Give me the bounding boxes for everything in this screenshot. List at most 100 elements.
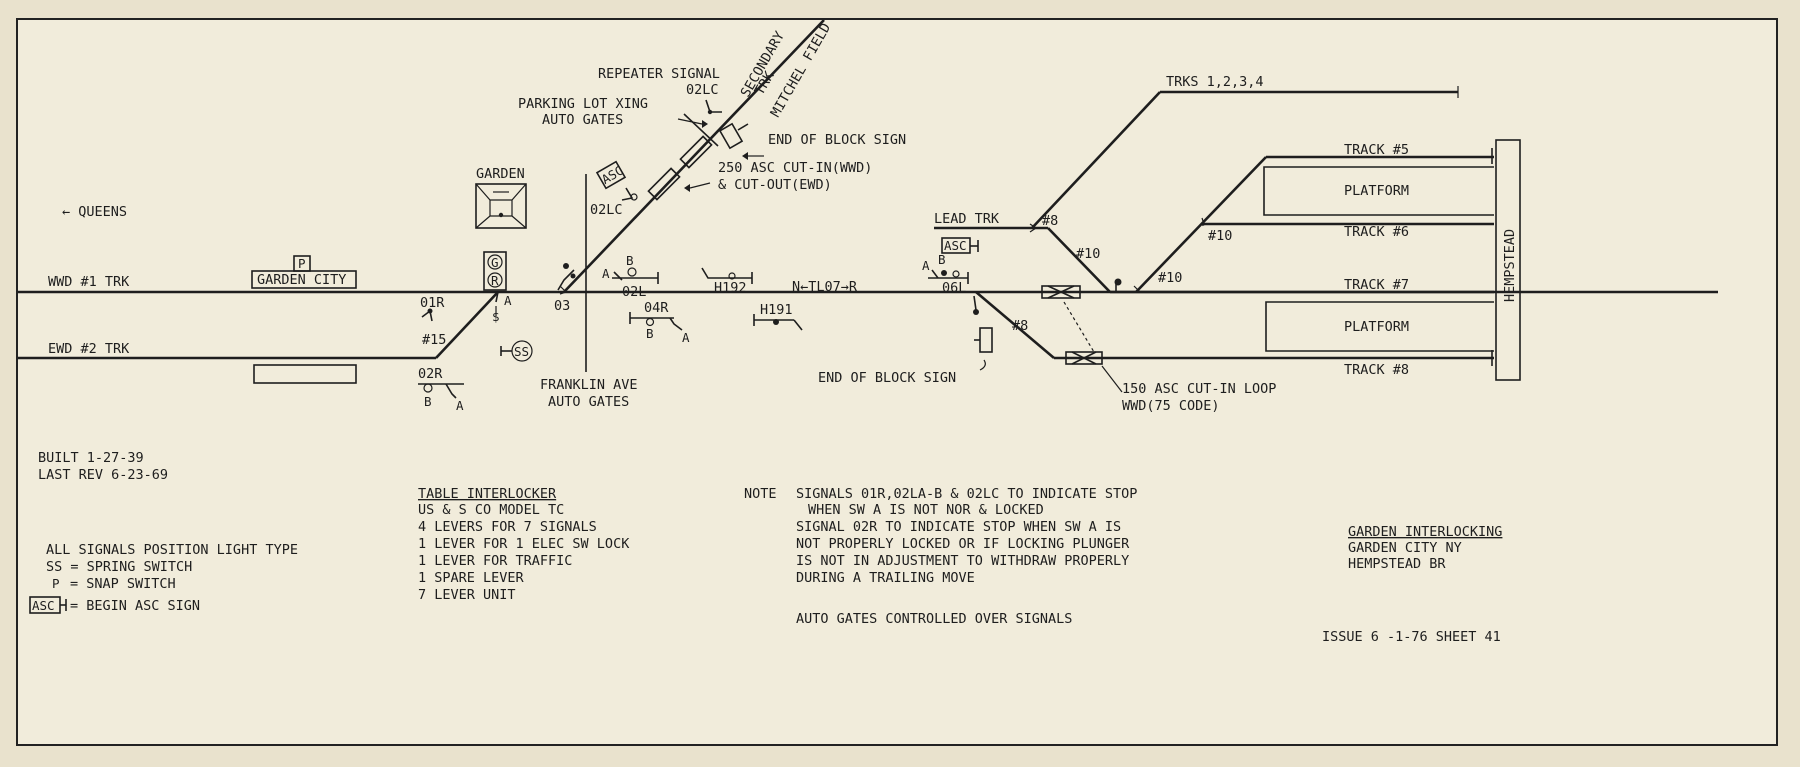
last-rev-date: LAST REV 6-23-69 bbox=[38, 467, 168, 483]
signal-02r-a bbox=[445, 383, 457, 399]
note-line: SIGNAL 02R TO INDICATE STOP WHEN SW A IS bbox=[796, 519, 1121, 535]
signal-02lc bbox=[621, 187, 634, 201]
notes: BUILT 1-27-39 LAST REV 6-23-69 TABLE INT… bbox=[29, 450, 1502, 645]
track8-diverge bbox=[975, 291, 1055, 359]
signal-02l-a bbox=[613, 271, 623, 281]
label-track5: TRACK #5 bbox=[1344, 142, 1409, 158]
tracks bbox=[18, 20, 1718, 381]
leader-eob1-head bbox=[742, 152, 748, 160]
garden-tower-dot bbox=[498, 212, 504, 218]
switch-10-track7 bbox=[1133, 285, 1141, 293]
leader-loop bbox=[1101, 365, 1123, 393]
label-02lc: 02LC bbox=[590, 202, 623, 218]
signal-track8-west-head bbox=[973, 309, 979, 315]
signal-03-head bbox=[563, 263, 569, 269]
label-cutin-1: 250 ASC CUT-IN(WWD) bbox=[718, 160, 872, 176]
gr-signal-box bbox=[483, 251, 507, 291]
garden-tower-roof bbox=[475, 183, 527, 201]
label-04r-a: A bbox=[682, 330, 690, 345]
label-02r-b: B bbox=[424, 394, 432, 409]
label-06l-a: A bbox=[922, 258, 930, 273]
drawing-sheet: ← QUEENS WWD #1 TRK EWD #2 TRK GARDEN CI… bbox=[16, 18, 1778, 746]
legend-snap: = SNAP SWITCH bbox=[70, 576, 176, 592]
auto-gates-note: AUTO GATES CONTROLLED OVER SIGNALS bbox=[796, 611, 1072, 627]
eob1-stem bbox=[737, 123, 749, 131]
table-line: 1 LEVER FOR TRAFFIC bbox=[418, 553, 572, 569]
label-switch-s: $ bbox=[492, 309, 500, 324]
labels: ← QUEENS WWD #1 TRK EWD #2 TRK GARDEN CI… bbox=[48, 20, 1518, 414]
platform-lower bbox=[1265, 301, 1494, 352]
label-15: #15 bbox=[422, 332, 446, 348]
label-8-track8: #8 bbox=[1012, 318, 1028, 334]
note-line: DURING A TRAILING MOVE bbox=[796, 570, 975, 586]
table-interlocker-title: TABLE INTERLOCKER bbox=[418, 486, 557, 502]
label-cutin-2: & CUT-OUT(EWD) bbox=[718, 177, 832, 193]
label-ss: SS bbox=[514, 344, 529, 359]
label-03: 03 bbox=[554, 298, 570, 314]
table-line: 1 LEVER FOR 1 ELEC SW LOCK bbox=[418, 536, 630, 552]
legend-title: ALL SIGNALS POSITION LIGHT TYPE bbox=[46, 542, 298, 558]
title-garden-interlocking: GARDEN INTERLOCKING bbox=[1348, 524, 1502, 540]
legend-snap-icon: P bbox=[52, 576, 60, 591]
label-platform-1: PLATFORM bbox=[1344, 183, 1409, 199]
label-h191: H191 bbox=[760, 302, 793, 318]
signal-01r-head bbox=[427, 308, 433, 314]
signal-track8-west bbox=[973, 295, 977, 311]
note-line: WHEN SW A IS NOT NOR & LOCKED bbox=[808, 502, 1044, 518]
leader-parking-head bbox=[702, 120, 708, 128]
label-eob-2: END OF BLOCK SIGN bbox=[818, 370, 956, 386]
leaders bbox=[495, 118, 1123, 393]
leader-cutin-head bbox=[684, 184, 690, 192]
signal-lead-t7-head bbox=[1114, 278, 1122, 286]
switch-8-lead bbox=[1029, 223, 1038, 233]
label-eob-1: END OF BLOCK SIGN bbox=[768, 132, 906, 148]
lead-to-track7 bbox=[1047, 227, 1111, 293]
garden-tower bbox=[475, 183, 527, 229]
leader-cutin bbox=[689, 182, 711, 189]
leader-parking bbox=[677, 118, 703, 125]
label-switch-a: A bbox=[504, 293, 512, 308]
title-garden-city: GARDEN CITY NY bbox=[1348, 540, 1462, 556]
p-marker-box bbox=[293, 255, 311, 272]
asc-loop-track7-x2 bbox=[1047, 285, 1075, 299]
asc-cut-in-bond bbox=[647, 167, 681, 201]
asc-loop-track8 bbox=[1065, 351, 1103, 365]
label-garden-city: GARDEN CITY bbox=[257, 272, 346, 288]
note-line: NOT PROPERLY LOCKED OR IF LOCKING PLUNGE… bbox=[796, 536, 1130, 552]
label-02r: 02R bbox=[418, 366, 443, 382]
signal-h192-head bbox=[728, 272, 736, 280]
asc-sign-secondary bbox=[595, 160, 627, 190]
note-line: IS NOT IN ADJUSTMENT TO WITHDRAW PROPERL… bbox=[796, 553, 1129, 569]
label-tl07: N←TL07→R bbox=[792, 279, 858, 295]
label-04r: 04R bbox=[644, 300, 669, 316]
track-diagram: ← QUEENS WWD #1 TRK EWD #2 TRK GARDEN CI… bbox=[18, 20, 1718, 645]
label-parking-1: PARKING LOT XING bbox=[518, 96, 648, 112]
signal-h192 bbox=[701, 267, 752, 279]
issue-sheet: ISSUE 6 -1-76 SHEET 41 bbox=[1322, 629, 1501, 645]
table-line: 4 LEVERS FOR 7 SIGNALS bbox=[418, 519, 597, 535]
ewd-platform-box bbox=[253, 364, 357, 384]
label-queens: ← QUEENS bbox=[62, 204, 127, 220]
signal-02lc-head bbox=[630, 193, 638, 201]
label-asc-lead: ASC bbox=[944, 238, 967, 253]
legend-ss: SS = SPRING SWITCH bbox=[46, 559, 192, 575]
note-line: SIGNALS 01R,02LA-B & 02LC TO INDICATE ST… bbox=[796, 486, 1137, 502]
leader-loop-dash bbox=[1063, 301, 1095, 353]
lead-track bbox=[1031, 91, 1161, 229]
label-p-marker: P bbox=[298, 256, 306, 271]
label-franklin-2: AUTO GATES bbox=[548, 394, 629, 410]
label-lead-trk: LEAD TRK bbox=[934, 211, 1000, 227]
signal-h191-head bbox=[773, 319, 779, 325]
signal-06l-b bbox=[952, 270, 960, 278]
asc-cut-in-bond2 bbox=[679, 135, 713, 169]
signal-06l-head bbox=[941, 270, 947, 276]
label-ewd2: EWD #2 TRK bbox=[48, 341, 130, 357]
table-line: 7 LEVER UNIT bbox=[418, 587, 516, 603]
label-garden: GARDEN bbox=[476, 166, 525, 182]
signal-02r-b bbox=[423, 383, 433, 393]
label-06l-b: B bbox=[938, 252, 946, 267]
garden-tower-base bbox=[475, 215, 527, 229]
secondary-track bbox=[563, 20, 825, 293]
switch-03 bbox=[559, 285, 568, 295]
label-r: R bbox=[491, 273, 499, 288]
